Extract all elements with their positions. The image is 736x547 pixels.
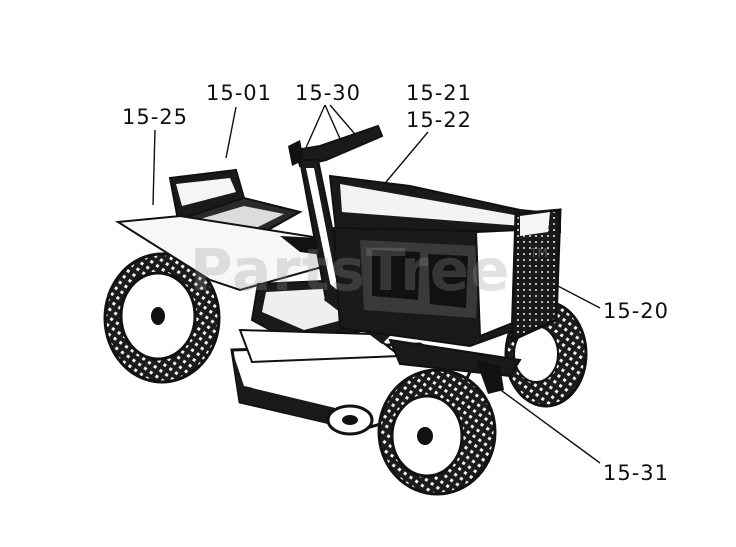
watermark-text: PartsTree [190, 236, 511, 304]
callout-15-01: 15-01 [206, 81, 272, 105]
callout-15-20: 15-20 [603, 299, 669, 323]
callout-15-22: 15-22 [406, 108, 472, 132]
watermark-tm: TM [530, 246, 548, 260]
grille [510, 208, 562, 343]
callout-15-30: 15-30 [295, 81, 361, 105]
seat [168, 168, 303, 242]
front-axle [388, 338, 522, 394]
footrest [238, 278, 403, 364]
callout-15-31: 15-31 [603, 461, 669, 485]
rear-wheel [103, 252, 221, 384]
hood [328, 174, 561, 348]
front-wheel [377, 368, 497, 496]
callout-15-25: 15-25 [122, 105, 188, 129]
callout-15-21: 15-21 [406, 81, 472, 105]
